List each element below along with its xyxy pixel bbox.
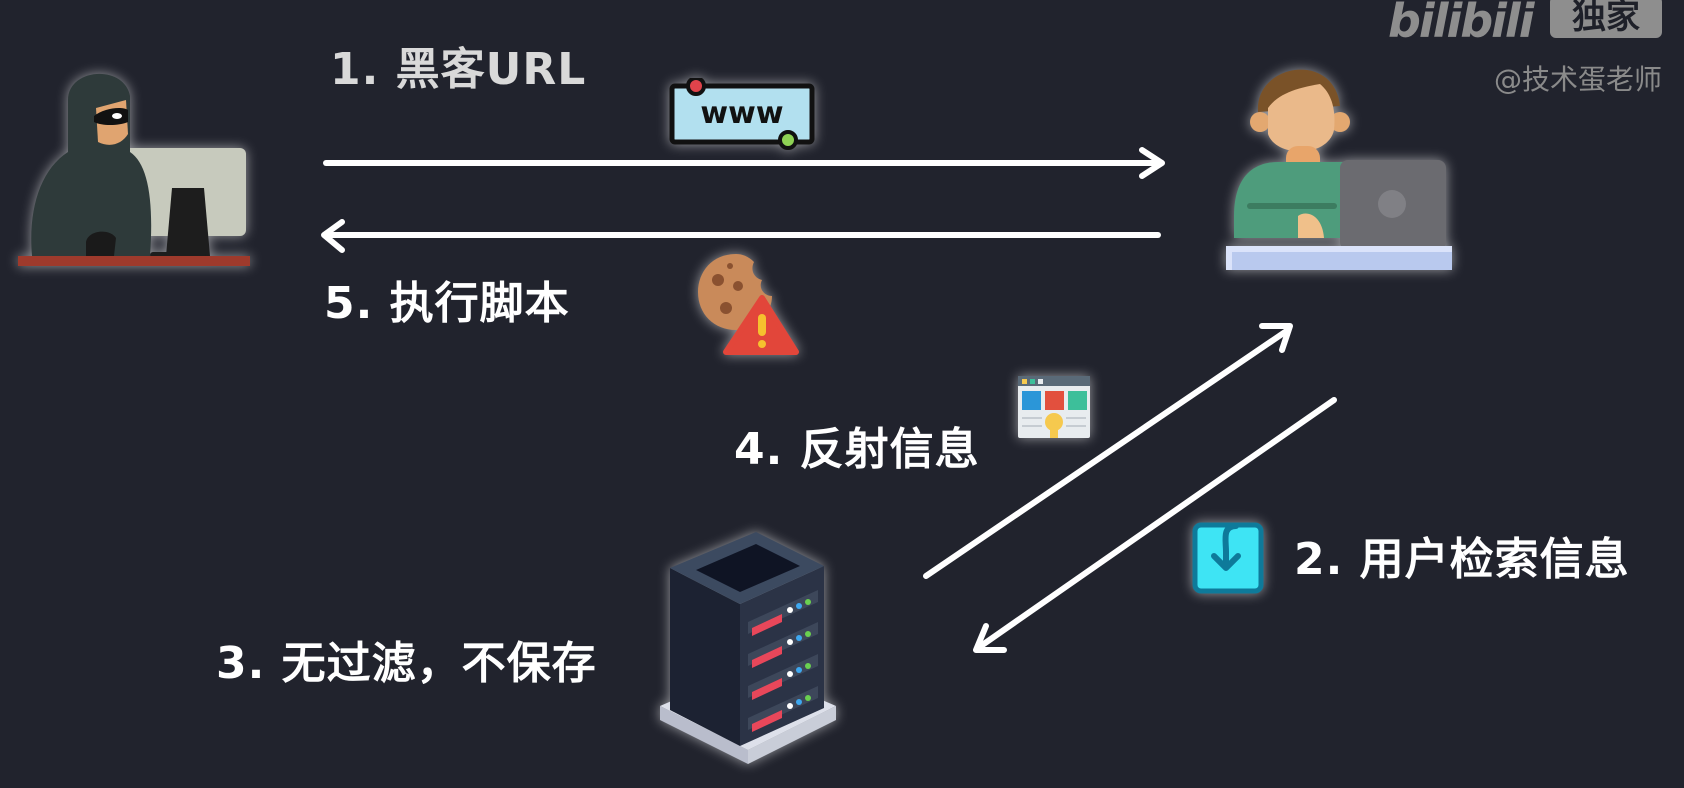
arrow-head-down-left <box>973 623 1007 653</box>
step-3-label: 3. 无过滤，不保存 <box>216 638 597 689</box>
download-box-icon <box>1192 522 1264 598</box>
step-2-label: 2. 用户检索信息 <box>1294 534 1630 585</box>
webpage-layout-icon <box>1018 376 1090 444</box>
server-slot <box>748 622 818 668</box>
arrow-head-left <box>321 219 345 253</box>
server-slot <box>748 590 818 636</box>
arrow-head-up-right <box>1259 323 1293 353</box>
server-slot <box>748 654 818 700</box>
step-5-label: 5. 执行脚本 <box>324 278 570 329</box>
cookie-warning-icon <box>696 252 800 360</box>
author-watermark: @技术蛋老师 <box>1494 63 1663 96</box>
step-1-label: 1. 黑客URL <box>330 44 587 95</box>
www-text: www <box>700 96 783 131</box>
exclusive-badge: 独家 <box>1550 0 1662 38</box>
arrow-head-right <box>1139 147 1165 179</box>
step-4-label: 4. 反射信息 <box>734 424 980 475</box>
arrow-server-to-user <box>923 327 1291 579</box>
www-browser-icon: www <box>668 76 818 156</box>
user-illustration <box>1224 50 1456 282</box>
bilibili-logo: bilibili <box>1388 0 1534 48</box>
hacker-illustration <box>14 60 254 272</box>
arrow-user-to-server <box>975 397 1337 651</box>
server-rack-illustration <box>656 514 840 772</box>
server-slot <box>748 686 818 732</box>
